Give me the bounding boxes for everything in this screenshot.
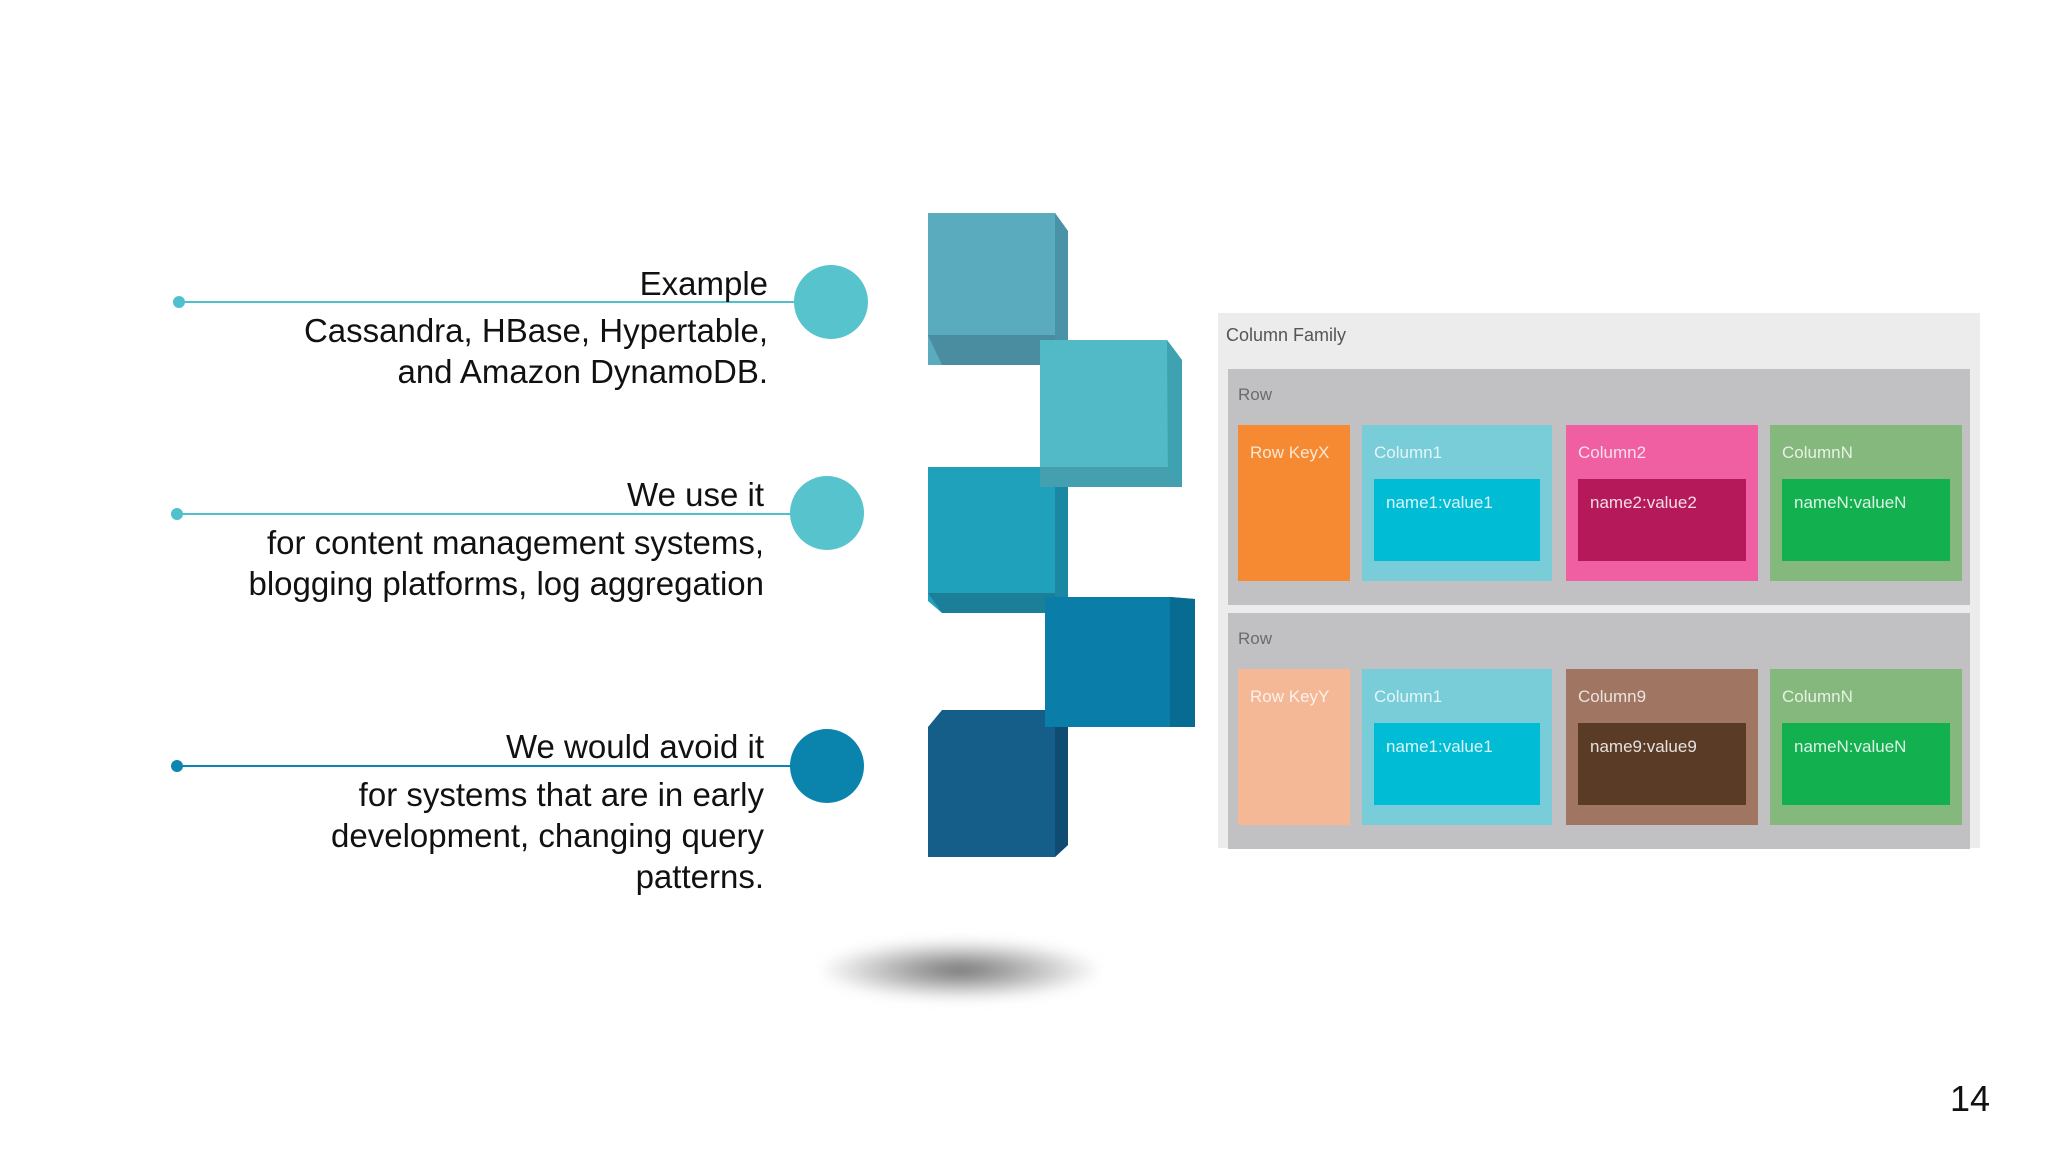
column-value: name1:value1: [1386, 493, 1493, 512]
point-title: We use it: [627, 476, 764, 513]
column-cell: ColumnN nameN:valueN: [1770, 669, 1962, 825]
point-marker-circle: [790, 476, 864, 550]
point-marker-circle: [794, 265, 868, 339]
column-value-box: nameN:valueN: [1782, 479, 1950, 561]
row-label: Row: [1238, 629, 1273, 648]
row-label: Row: [1238, 385, 1273, 404]
column-cell: Column1 name1:value1: [1362, 425, 1552, 581]
column-value: name9:value9: [1590, 737, 1697, 756]
point-body: for systems that are in early developmen…: [331, 776, 764, 895]
cube-1: [928, 213, 1068, 365]
column-cell: Column1 name1:value1: [1362, 669, 1552, 825]
cube-5: [928, 710, 1068, 857]
column-cell: Column2 name2:value2: [1566, 425, 1758, 581]
page-number: 14: [1950, 1078, 1991, 1119]
column-value: name2:value2: [1590, 493, 1697, 512]
column-name: ColumnN: [1782, 687, 1853, 706]
cube-3: [928, 467, 1068, 613]
point-title: We would avoid it: [505, 728, 764, 765]
row-2: Row Row KeyY Column1 name1:value1 Column…: [1228, 613, 1970, 849]
row-key-label: Row KeyY: [1250, 687, 1330, 706]
row-key-label: Row KeyX: [1250, 443, 1330, 462]
column-value: nameN:valueN: [1794, 737, 1907, 756]
point-body: Cassandra, HBase, Hypertable, and Amazon…: [303, 312, 768, 390]
column-family-label: Column Family: [1226, 325, 1347, 345]
column-value-box: name1:value1: [1374, 479, 1540, 561]
column-cell: Column9 name9:value9: [1566, 669, 1758, 825]
cube-2: [1040, 340, 1182, 487]
point-connector-line: [176, 513, 814, 515]
cube-4: [1045, 597, 1195, 727]
column-family-diagram: Column Family Row Row KeyX Column1 name1…: [1218, 313, 1980, 849]
column-value-box: nameN:valueN: [1782, 723, 1950, 805]
column-value-box: name9:value9: [1578, 723, 1746, 805]
column-name: Column9: [1578, 687, 1647, 706]
cube-shadow: [820, 940, 1100, 1000]
column-name: Column1: [1374, 443, 1443, 462]
point-connector-line: [178, 301, 818, 303]
column-value-box: name1:value1: [1374, 723, 1540, 805]
column-name: Column2: [1578, 443, 1647, 462]
column-value-box: name2:value2: [1578, 479, 1746, 561]
point-body: for content management systems, blogging…: [248, 524, 764, 602]
cube-staircase: [928, 213, 1195, 857]
point-title: Example: [639, 265, 768, 302]
column-value: name1:value1: [1386, 737, 1493, 756]
column-value: nameN:valueN: [1794, 493, 1907, 512]
column-cell: ColumnN nameN:valueN: [1770, 425, 1962, 581]
point-marker-circle: [790, 729, 864, 803]
point-connector-line: [176, 765, 814, 767]
column-name: Column1: [1374, 687, 1443, 706]
row-key-cell: Row KeyY: [1238, 669, 1350, 825]
row-key-cell: Row KeyX: [1238, 425, 1350, 581]
row-1: Row Row KeyX Column1 name1:value1 Column…: [1228, 369, 1970, 605]
column-name: ColumnN: [1782, 443, 1853, 462]
